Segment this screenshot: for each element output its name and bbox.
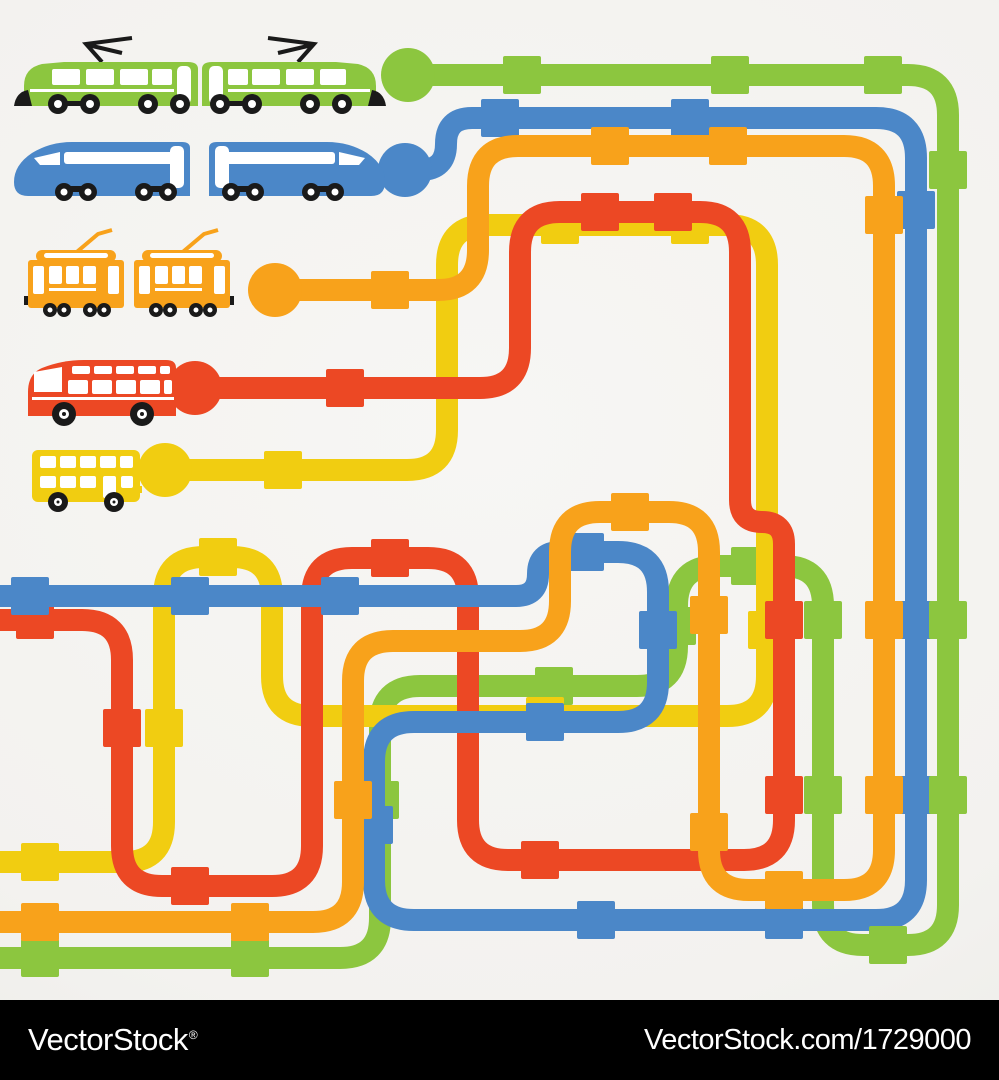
orange-line-terminal [248, 263, 302, 317]
orange-line-connector [709, 127, 747, 165]
blue-line-connector [11, 577, 49, 615]
green-line-upper-connector [929, 601, 967, 639]
red-line-connector [654, 193, 692, 231]
watermark-bar: VectorStock® VectorStock.com/1729000 [0, 1000, 999, 1080]
red-line-connector [765, 601, 803, 639]
bus-windows [32, 366, 174, 400]
blue-line-connector [639, 611, 677, 649]
red-line-connector [371, 539, 409, 577]
yellow-line-terminal [138, 443, 192, 497]
green-line-lower-connector [21, 939, 59, 977]
blue-line-connector [321, 577, 359, 615]
yellow-line-connector [21, 843, 59, 881]
blue-line-connector [765, 901, 803, 939]
green-line-upper-connector [864, 56, 902, 94]
red-line-connector [171, 867, 209, 905]
trolley-poles [70, 228, 219, 258]
metro-lines-layer [0, 48, 967, 977]
double-decker-bus-icon [32, 450, 142, 512]
modern-tram-icon [14, 36, 386, 114]
red-line-connector [521, 841, 559, 879]
green-line-upper-connector [711, 56, 749, 94]
red-line-connector [581, 193, 619, 231]
registered-trademark-icon: ® [188, 1027, 198, 1042]
green-line-upper [381, 48, 967, 964]
blue-line-connector [897, 601, 935, 639]
tram-windows [30, 66, 370, 104]
train-wheels [55, 183, 344, 201]
tram-wheels [14, 90, 386, 114]
vintage-tram-icon [24, 228, 234, 317]
blue-line-connector [897, 776, 935, 814]
orange-line-connector [765, 871, 803, 909]
green-line-upper-connector [869, 926, 907, 964]
green-line-upper-connector [929, 151, 967, 189]
red-line-terminal [168, 361, 222, 415]
bus-windows [40, 456, 133, 498]
watermark-url: VectorStock.com/1729000 [643, 1023, 972, 1056]
green-line-upper-terminal [381, 48, 435, 102]
red-line-connector [765, 776, 803, 814]
orange-line-connector [865, 776, 903, 814]
orange-line-connector [231, 903, 269, 941]
orange-line-connector [591, 127, 629, 165]
blue-line-connector [526, 703, 564, 741]
green-line-upper-connector [929, 776, 967, 814]
tramcar-2 [134, 250, 234, 317]
blue-line-connector [671, 99, 709, 137]
red-line-connector [103, 709, 141, 747]
orange-line [0, 127, 903, 941]
blue-line-connector [897, 191, 935, 229]
blue-line-connector [566, 533, 604, 571]
yellow-line-connector [199, 538, 237, 576]
blue-line-terminal [378, 143, 432, 197]
orange-line-connector [371, 271, 409, 309]
yellow-line-connector [145, 709, 183, 747]
red-line-path [0, 201, 795, 897]
orange-line-connector [690, 596, 728, 634]
orange-line-connector [865, 196, 903, 234]
green-line-upper-connector [503, 56, 541, 94]
high-speed-train-icon [14, 142, 385, 201]
blue-line-connector [481, 99, 519, 137]
retro-bus-icon [28, 360, 176, 426]
orange-line-connector [690, 813, 728, 851]
pantograph-icon [81, 36, 319, 64]
orange-line-connector [334, 781, 372, 819]
transport-network-illustration [0, 36, 967, 977]
blue-line-connector [577, 901, 615, 939]
orange-line-connector [21, 903, 59, 941]
tramcar-1 [24, 250, 124, 317]
train-windows [34, 146, 365, 188]
green-line-lower-connector [804, 776, 842, 814]
green-line-lower-connector [804, 601, 842, 639]
vehicles-layer [14, 36, 386, 512]
blue-line-connector [171, 577, 209, 615]
green-line-lower-connector [231, 939, 269, 977]
green-line-upper-path [408, 64, 959, 956]
orange-line-path [0, 135, 895, 933]
bus-wheels [48, 486, 142, 512]
green-line-lower-connector [535, 667, 573, 705]
vectorstock-logo-text: VectorStock® [28, 1022, 198, 1057]
orange-line-connector [611, 493, 649, 531]
yellow-line-connector [264, 451, 302, 489]
orange-line-connector [865, 601, 903, 639]
bus-wheels [52, 402, 154, 426]
red-line-connector [326, 369, 364, 407]
